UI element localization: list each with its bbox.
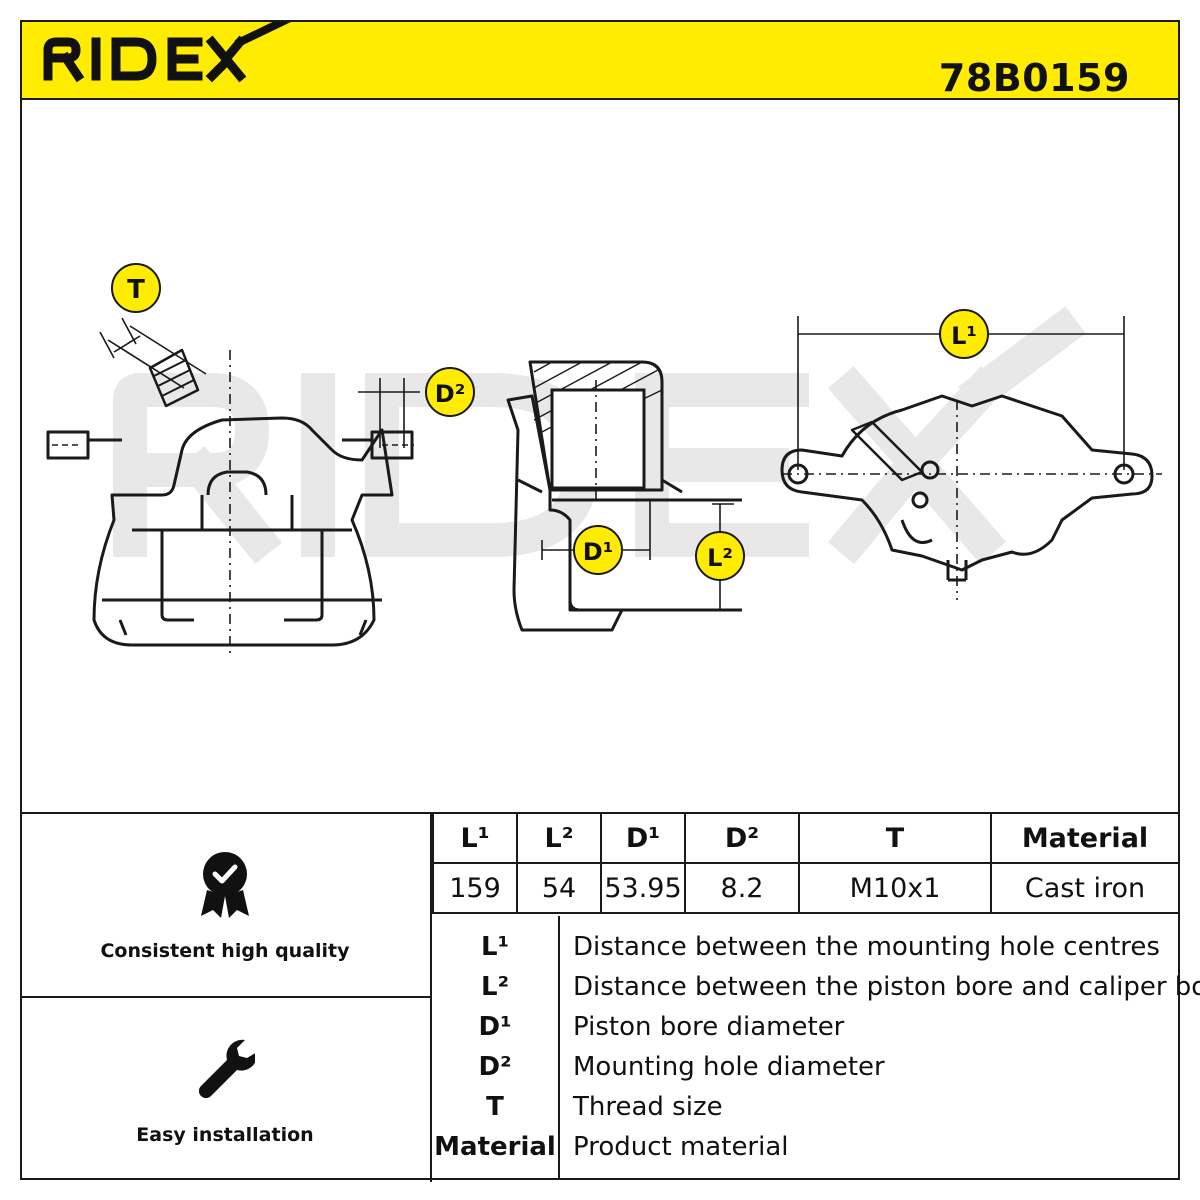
legend-row: L¹ Distance between the mounting hole ce… (432, 928, 1180, 968)
feature-quality: Consistent high quality (20, 814, 430, 998)
legend-value: Product material (573, 1132, 789, 1162)
wrench-icon (198, 1039, 255, 1099)
legend-value: Distance between the mounting hole centr… (573, 932, 1160, 962)
legend-value: Thread size (573, 1092, 723, 1122)
spec-header-material: Material (990, 814, 1180, 864)
spec-header-d1: D¹ (600, 814, 686, 864)
spec-value-t: M10x1 (798, 862, 992, 914)
part-number: 78B0159 (938, 56, 1130, 100)
spec-header-l1: L¹ (432, 814, 518, 864)
l2-callout (695, 531, 745, 581)
legend-row: L² Distance between the piston bore and … (432, 968, 1200, 1008)
d2-dimension (358, 378, 420, 448)
spec-table: L¹ L² D¹ D² T Material 159 54 53.95 8.2 … (432, 814, 1180, 914)
caliper-front-view (46, 348, 414, 655)
legend-key: T (486, 1092, 504, 1122)
legend-row: Material Product material (432, 1128, 1180, 1168)
d2-callout-label: D² (435, 380, 465, 408)
d1-callout-label: D¹ (583, 538, 613, 566)
legend-key: Material (434, 1132, 556, 1162)
spec-value-material: Cast iron (990, 862, 1180, 914)
feature-installation-label: Easy installation (136, 1124, 314, 1146)
t-dimension (99, 317, 207, 389)
t-callout-label: T (127, 275, 145, 305)
d2-callout (425, 367, 475, 417)
section-divider (430, 814, 432, 1182)
feature-installation: Easy installation (20, 998, 430, 1180)
l2-callout-label: L² (707, 544, 733, 572)
ridex-logo (43, 22, 291, 83)
legend-divider (558, 916, 560, 1180)
spec-value-d2: 8.2 (684, 862, 800, 914)
spec-value-d1: 53.95 (600, 862, 686, 914)
legend-value: Mounting hole diameter (573, 1052, 885, 1082)
spec-value-row: 159 54 53.95 8.2 M10x1 Cast iron (432, 862, 1180, 914)
caliper-top-view (780, 394, 1162, 600)
legend-value: Piston bore diameter (573, 1012, 845, 1042)
t-callout (111, 263, 161, 313)
spec-header-l2: L² (516, 814, 602, 864)
legend-value: Distance between the piston bore and cal… (573, 972, 1200, 1002)
legend-row: D² Mounting hole diameter (432, 1048, 1180, 1088)
legend-key: D¹ (478, 1012, 512, 1042)
legend-key: L² (481, 972, 509, 1002)
spec-header-d2: D² (684, 814, 800, 864)
spec-header-t: T (798, 814, 992, 864)
l1-callout-label: L¹ (951, 322, 977, 350)
caliper-section-view (506, 360, 742, 632)
header-bar: 78B0159 (20, 20, 1180, 100)
legend-row: T Thread size (432, 1088, 1180, 1128)
feature-quality-label: Consistent high quality (100, 940, 350, 962)
l1-callout (939, 309, 989, 359)
spec-value-l2: 54 (516, 862, 602, 914)
spec-header-row: L¹ L² D¹ D² T Material (432, 814, 1180, 864)
piston-bore (550, 388, 646, 490)
technical-drawing: T D² D¹ L² (46, 263, 1162, 655)
legend-key: D² (478, 1052, 512, 1082)
legend-key: L¹ (481, 932, 509, 962)
d1-callout (573, 525, 623, 575)
spec-value-l1: 159 (432, 862, 518, 914)
spec-section: Consistent high quality Easy installatio… (20, 812, 1200, 1182)
legend-row: D¹ Piston bore diameter (432, 1008, 1180, 1048)
quality-badge-icon (201, 852, 249, 918)
